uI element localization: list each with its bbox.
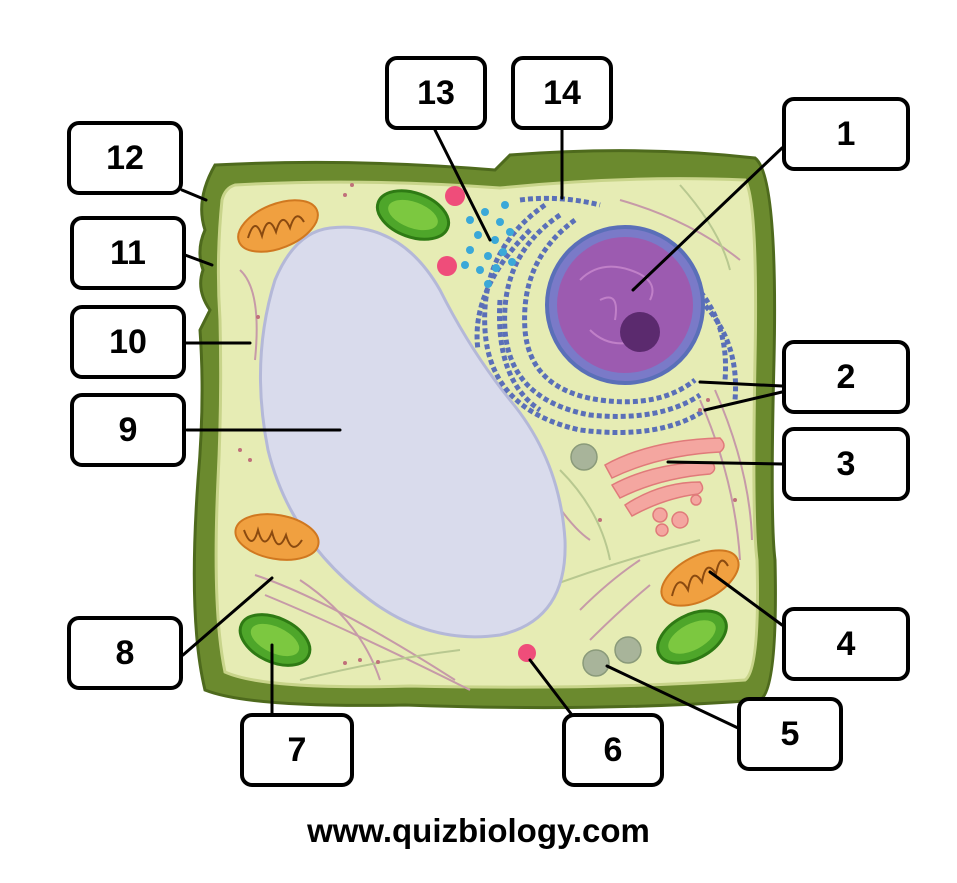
- label-box-11[interactable]: 11: [70, 216, 186, 290]
- peroxisomes: [570, 443, 642, 677]
- leader-line-1: [631, 146, 784, 292]
- label-box-6[interactable]: 6: [562, 713, 664, 787]
- label-box-7[interactable]: 7: [240, 713, 354, 787]
- label-box-9[interactable]: 9: [70, 393, 186, 467]
- label-box-14[interactable]: 14: [511, 56, 613, 130]
- ribosomes: [461, 201, 516, 288]
- label-box-3[interactable]: 3: [782, 427, 910, 501]
- label-number-3: 3: [836, 444, 856, 483]
- leader-line-8: [181, 576, 274, 657]
- nucleolus: [620, 312, 660, 352]
- label-box-10[interactable]: 10: [70, 305, 186, 379]
- label-box-5[interactable]: 5: [737, 697, 843, 771]
- chloroplasts: [238, 189, 728, 667]
- label-number-13: 13: [417, 73, 455, 112]
- leader-line-4: [708, 570, 784, 627]
- label-number-8: 8: [115, 633, 135, 672]
- label-box-8[interactable]: 8: [67, 616, 183, 690]
- label-box-4[interactable]: 4: [782, 607, 910, 681]
- label-number-1: 1: [836, 114, 856, 153]
- label-number-12: 12: [106, 138, 144, 177]
- mitochondria: [234, 199, 740, 607]
- golgi-apparatus: [603, 437, 725, 537]
- leader-line-12: [180, 188, 208, 202]
- label-number-14: 14: [543, 73, 581, 112]
- nucleus: [557, 237, 693, 373]
- leader-line-11: [183, 253, 214, 267]
- label-number-5: 5: [780, 714, 800, 753]
- label-number-6: 6: [603, 730, 623, 769]
- label-number-2: 2: [836, 357, 856, 396]
- leader-line-3: [666, 460, 784, 466]
- central-vacuole: [258, 225, 567, 639]
- leader-lines: [180, 128, 784, 730]
- leader-line-6: [528, 658, 574, 717]
- leader-line-2b: [703, 390, 784, 412]
- website-credit: www.quizbiology.com: [307, 812, 650, 849]
- cytoplasmic-particles: [238, 183, 737, 665]
- lysosomes: [437, 186, 536, 662]
- label-number-11: 11: [110, 233, 146, 272]
- label-box-1[interactable]: 1: [782, 97, 910, 171]
- label-box-13[interactable]: 13: [385, 56, 487, 130]
- label-number-9: 9: [118, 410, 138, 449]
- label-number-7: 7: [287, 730, 307, 769]
- label-box-12[interactable]: 12: [67, 121, 183, 195]
- leader-line-2a: [698, 380, 784, 388]
- label-number-4: 4: [836, 624, 856, 663]
- label-number-10: 10: [109, 322, 147, 361]
- leader-line-5: [605, 664, 740, 730]
- label-box-2[interactable]: 2: [782, 340, 910, 414]
- leader-line-13: [433, 128, 492, 242]
